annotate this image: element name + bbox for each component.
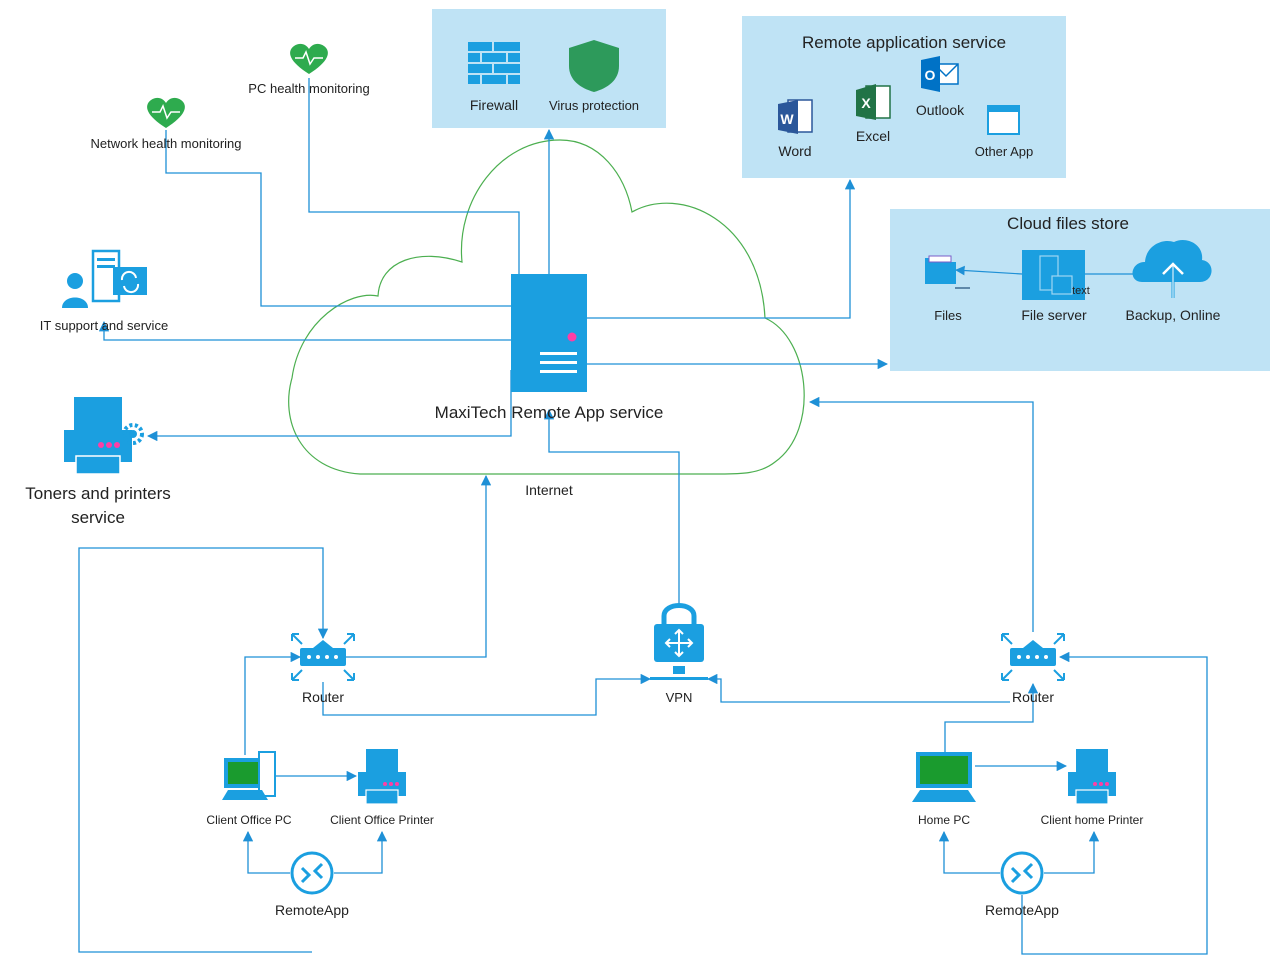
word-icon: W: [778, 99, 813, 134]
office-remoteapp-icon: [290, 851, 334, 895]
office-printer-label: Client Office Printer: [330, 813, 434, 827]
remote-app-server-icon: [511, 274, 587, 392]
pc-health-label: PC health monitoring: [248, 81, 369, 96]
vpn-label: VPN: [666, 690, 693, 705]
file-server-icon: [1022, 250, 1085, 300]
home-remoteapp-label: RemoteApp: [985, 902, 1059, 918]
excel-label: Excel: [856, 128, 890, 144]
cloud-upload-icon: [1132, 240, 1212, 298]
it-support-label: IT support and service: [40, 318, 168, 333]
outlook-icon: O: [921, 56, 959, 92]
other-app-label: Other App: [975, 144, 1034, 159]
home-printer-label: Client home Printer: [1041, 813, 1144, 827]
outlook-label: Outlook: [916, 102, 965, 118]
svg-text:W: W: [780, 111, 794, 127]
pc-health-heart-icon: [290, 43, 328, 74]
service-label: MaxiTech Remote App service: [435, 403, 664, 422]
virus-protection-label: Virus protection: [549, 98, 639, 113]
office-pc-icon: [222, 751, 276, 800]
folder-icon: [925, 255, 970, 289]
home-router-icon: [1001, 633, 1065, 681]
window-icon: [987, 105, 1020, 135]
office-router-label: Router: [302, 689, 344, 705]
office-printer-icon: [358, 749, 406, 805]
printers-service-line1: Toners and printers: [25, 484, 171, 503]
backup-label: Backup, Online: [1126, 307, 1221, 323]
printer-service-icon: [64, 397, 144, 475]
remote-app-panel: [742, 16, 1066, 178]
firewall-icon: [468, 42, 520, 84]
home-pc-label: Home PC: [918, 813, 970, 827]
excel-icon: X: [856, 84, 891, 120]
office-pc-label: Client Office PC: [206, 813, 291, 827]
connectors: [78, 78, 1208, 955]
files-label: Files: [934, 308, 962, 323]
remote-app-title: Remote application service: [802, 33, 1006, 52]
shield-icon: [569, 40, 619, 92]
home-pc-icon: [912, 752, 976, 802]
network-health-label: Network health monitoring: [90, 136, 241, 151]
it-support-icon: [62, 249, 147, 308]
home-router-label: Router: [1012, 689, 1054, 705]
home-remoteapp-icon: [1000, 851, 1044, 895]
svg-text:O: O: [925, 67, 936, 83]
printers-service-line2: service: [71, 508, 125, 527]
office-router-icon: [291, 633, 355, 681]
firewall-label: Firewall: [470, 97, 518, 113]
home-printer-icon: [1068, 749, 1116, 805]
office-remoteapp-label: RemoteApp: [275, 902, 349, 918]
svg-text:X: X: [861, 95, 871, 111]
word-label: Word: [778, 143, 811, 159]
cloud-files-title: Cloud files store: [1007, 214, 1129, 233]
file-server-label: File server: [1021, 307, 1087, 323]
internet-cloud: [288, 139, 805, 475]
network-health-heart-icon: [147, 97, 185, 128]
file-server-tag: text: [1072, 285, 1090, 297]
internet-label: Internet: [525, 482, 573, 498]
vpn-lock-icon: [650, 603, 708, 680]
